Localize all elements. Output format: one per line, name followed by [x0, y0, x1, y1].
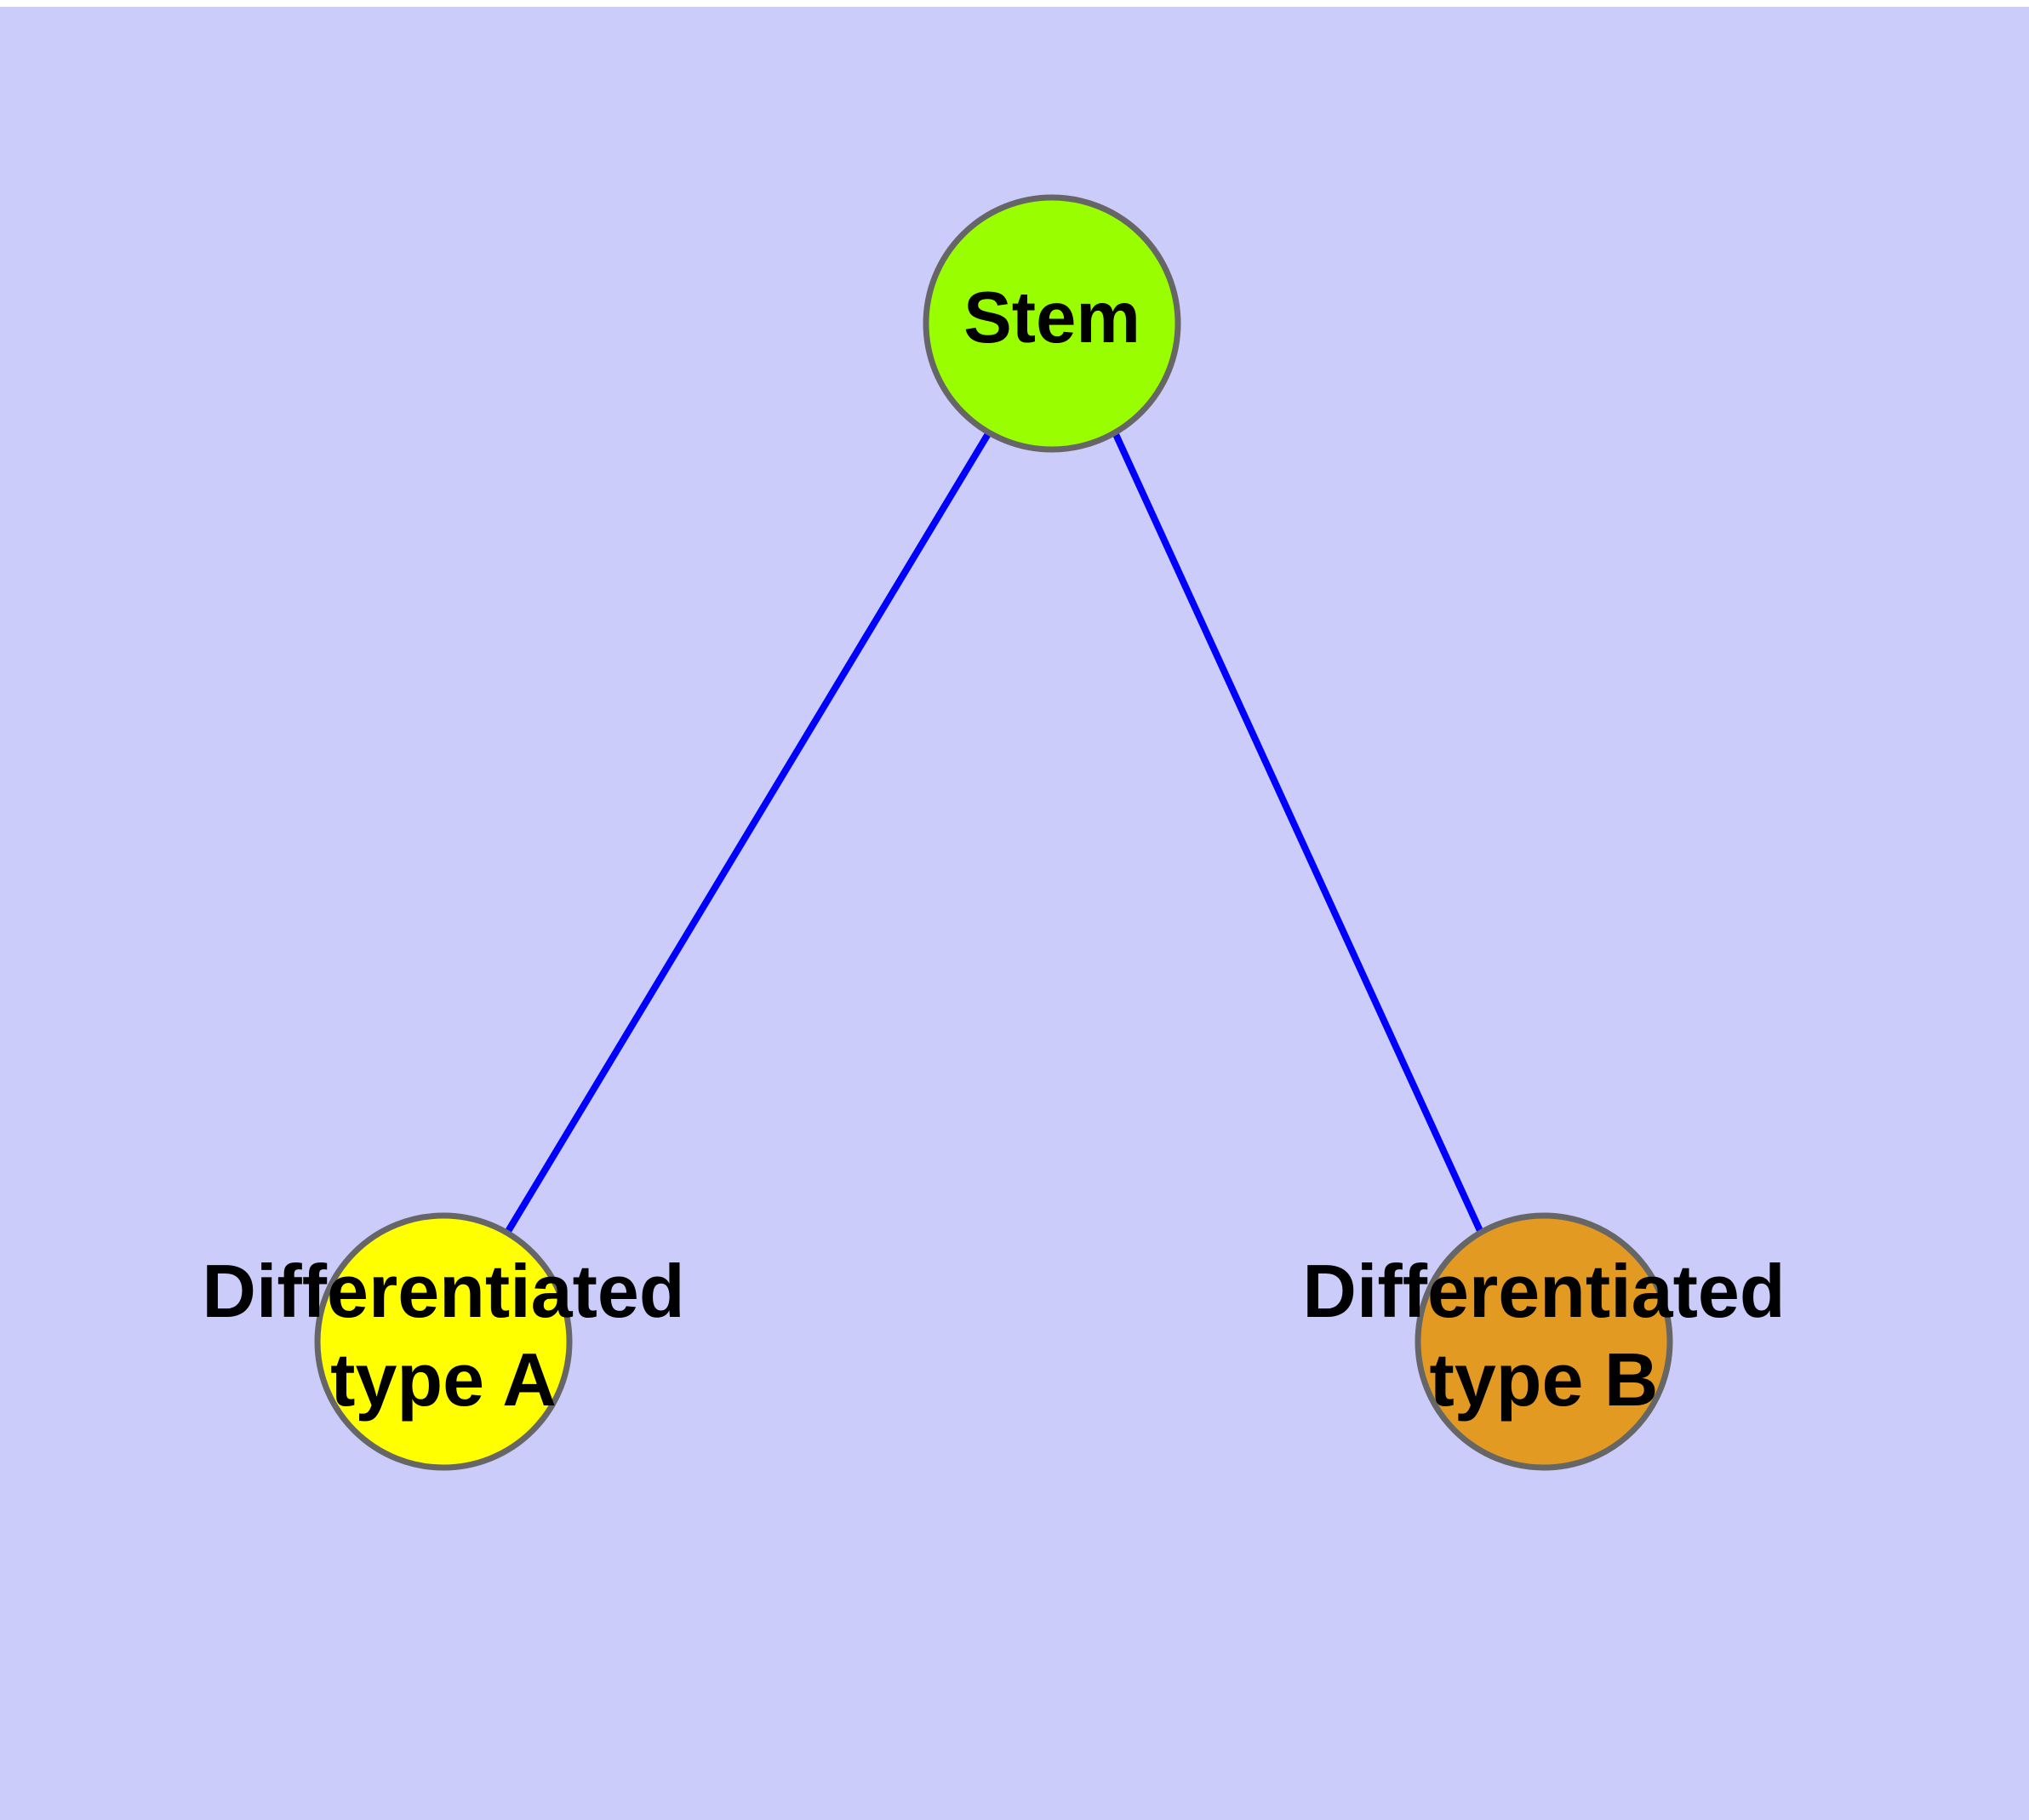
edge-stem-to-differentiated-type-b[interactable]: [1112, 431, 1484, 1234]
node-stem-label: Stem: [963, 278, 1140, 358]
node-differentiated-type-b[interactable]: [1415, 1212, 1673, 1471]
node-differentiated-type-a-circle[interactable]: [314, 1212, 573, 1471]
node-stem-circle[interactable]: [923, 194, 1181, 453]
edge-layer: [504, 430, 1484, 1235]
edge-stem-to-differentiated-type-a[interactable]: [504, 430, 992, 1235]
node-differentiated-type-a[interactable]: [314, 1212, 573, 1471]
node-layer: [314, 194, 1673, 1471]
node-differentiated-type-b-circle[interactable]: [1415, 1212, 1673, 1471]
node-stem[interactable]: [923, 194, 1181, 453]
